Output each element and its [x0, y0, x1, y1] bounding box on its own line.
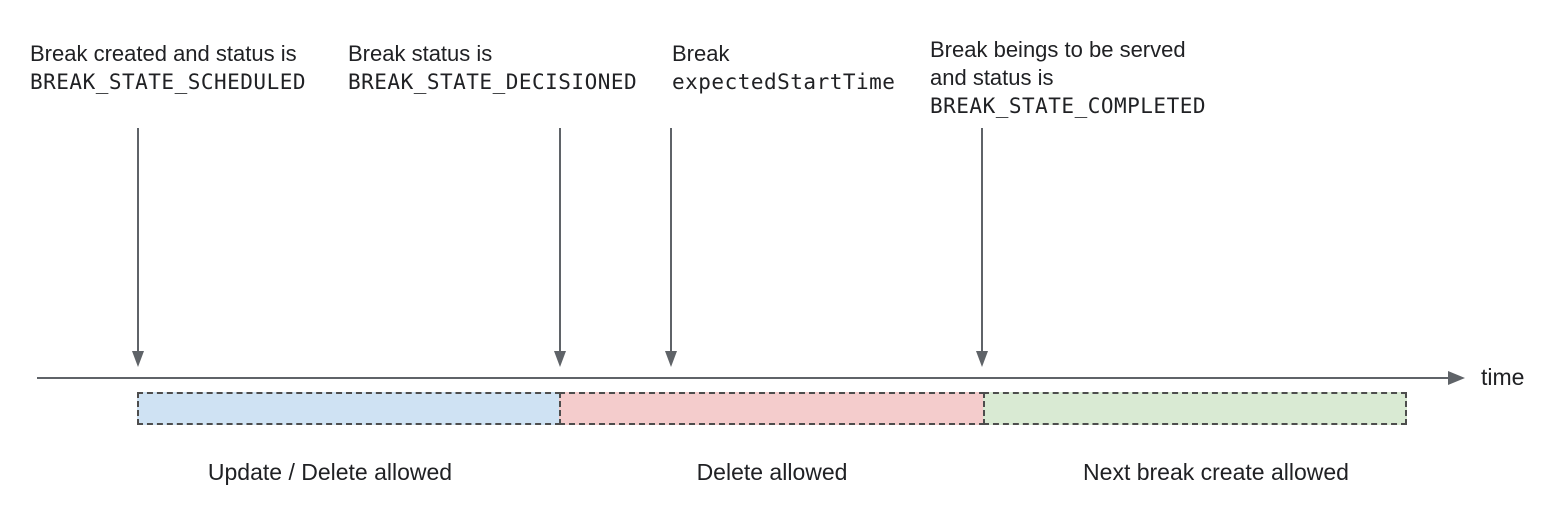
period-segments-bar — [137, 392, 1407, 425]
right-arrow-head-icon — [1448, 371, 1465, 385]
annotation-scheduled: Break created and status is BREAK_STATE_… — [30, 40, 306, 96]
segment-next-break-create-allowed — [983, 392, 1407, 425]
arrow-head-icon — [665, 351, 677, 367]
arrow-line — [137, 128, 139, 352]
time-axis-label: time — [1481, 364, 1525, 390]
arrow-head-icon — [132, 351, 144, 367]
down-arrow-icon — [976, 128, 988, 367]
annotation-code: BREAK_STATE_DECISIONED — [348, 70, 638, 94]
annotation-completed: Break beings to be served and status is … — [930, 36, 1206, 120]
arrow-line — [981, 128, 983, 352]
down-arrow-icon — [132, 128, 144, 367]
down-arrow-icon — [665, 128, 677, 367]
down-arrow-icon — [554, 128, 566, 367]
annotation-code: BREAK_STATE_SCHEDULED — [30, 70, 307, 94]
annotation-text: Break status is — [348, 41, 493, 66]
annotation-code: BREAK_STATE_COMPLETED — [930, 94, 1207, 118]
annotation-expected-start-time: Break expectedStartTime — [672, 40, 895, 96]
segment-label: Next break create allowed — [1083, 459, 1349, 485]
annotation-text: Break beings to be served — [930, 37, 1186, 62]
annotation-text: Break created and status is — [30, 41, 297, 66]
time-axis-line — [37, 377, 1449, 379]
annotation-text: Break — [672, 41, 730, 66]
segment-update-delete-allowed — [137, 392, 561, 425]
arrow-line — [559, 128, 561, 352]
annotation-code: expectedStartTime — [672, 70, 896, 94]
annotation-text: and status is — [930, 65, 1054, 90]
arrow-head-icon — [554, 351, 566, 367]
segment-delete-allowed — [559, 392, 985, 425]
arrow-head-icon — [976, 351, 988, 367]
segment-label: Delete allowed — [696, 459, 848, 485]
annotation-decisioned: Break status is BREAK_STATE_DECISIONED — [348, 40, 637, 96]
arrow-line — [670, 128, 672, 352]
segment-label: Update / Delete allowed — [207, 459, 453, 485]
